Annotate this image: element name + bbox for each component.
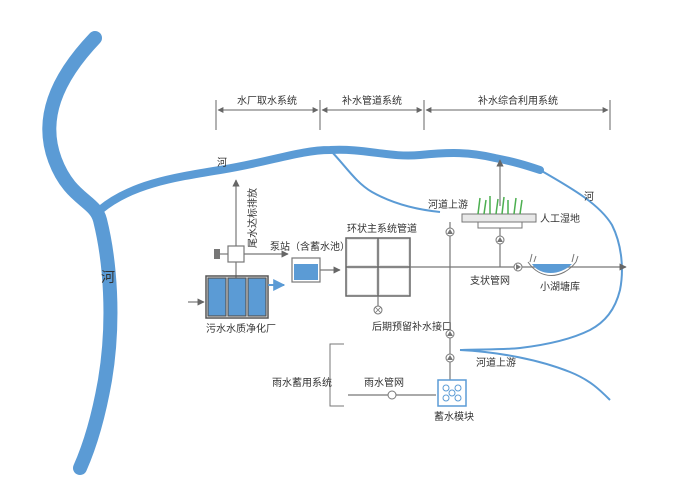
- rain-system-label: 雨水蓄用系统: [272, 376, 332, 389]
- section-label-reuse: 补水综合利用系统: [478, 94, 558, 107]
- upstream-flow-marker-3: [445, 353, 455, 363]
- wetland-label: 人工湿地: [540, 212, 580, 225]
- river-thin-upper: [329, 149, 441, 213]
- wetland-flow-marker: [495, 235, 505, 245]
- river-branch: [96, 145, 544, 214]
- river-top-label: 河: [217, 157, 227, 169]
- pump-station-label: 泵站（含蓄水池）: [270, 240, 350, 253]
- section-bracket-pipe: 补水管道系统: [319, 94, 423, 130]
- branch-pipe-label: 支状管网: [470, 274, 510, 287]
- plant-icon: [205, 275, 269, 319]
- river-right-label: 河: [584, 191, 594, 203]
- upstream-flow-marker-1: [445, 227, 455, 237]
- section-label-pipe: 补水管道系统: [342, 94, 402, 107]
- discharge-label: 尾水达标排放: [246, 188, 259, 248]
- upstream-label-1: 河道上游: [428, 198, 468, 211]
- ring-pipe-label: 环状主系统管道: [347, 222, 417, 235]
- storage-module-label: 蓄水模块: [434, 411, 474, 423]
- lake-label: 小湖塘库: [540, 280, 580, 293]
- upstream-label-2: 河道上游: [476, 356, 516, 369]
- pump-station-water: [294, 264, 318, 280]
- rain-pipe-valve-icon: [387, 390, 397, 400]
- branch-flow-marker: [513, 262, 523, 272]
- section-bracket-reuse: 补水综合利用系统: [423, 94, 611, 130]
- rain-pipe-label: 雨水管网: [364, 376, 404, 389]
- storage-module-icon: [437, 379, 467, 407]
- river-thin-lower: [459, 349, 611, 401]
- valve-block: [214, 249, 220, 259]
- wetland-icon: [461, 196, 537, 229]
- rain-system-bracket: [329, 343, 344, 407]
- river-thin-right: [459, 169, 623, 351]
- section-label-intake: 水厂取水系统: [237, 94, 297, 107]
- plant-label: 污水水质净化厂: [206, 322, 276, 335]
- main-river: [42, 31, 118, 475]
- lake-icon: [527, 253, 579, 276]
- upstream-flow-marker-2: [445, 329, 455, 339]
- junction-box: [227, 245, 245, 263]
- section-bracket-intake: 水厂取水系统: [215, 94, 319, 130]
- ring-pipe-grid: [345, 237, 411, 297]
- river-main-label: 河: [101, 270, 115, 286]
- reserve-interface-label: 后期预留补水接口: [372, 320, 452, 333]
